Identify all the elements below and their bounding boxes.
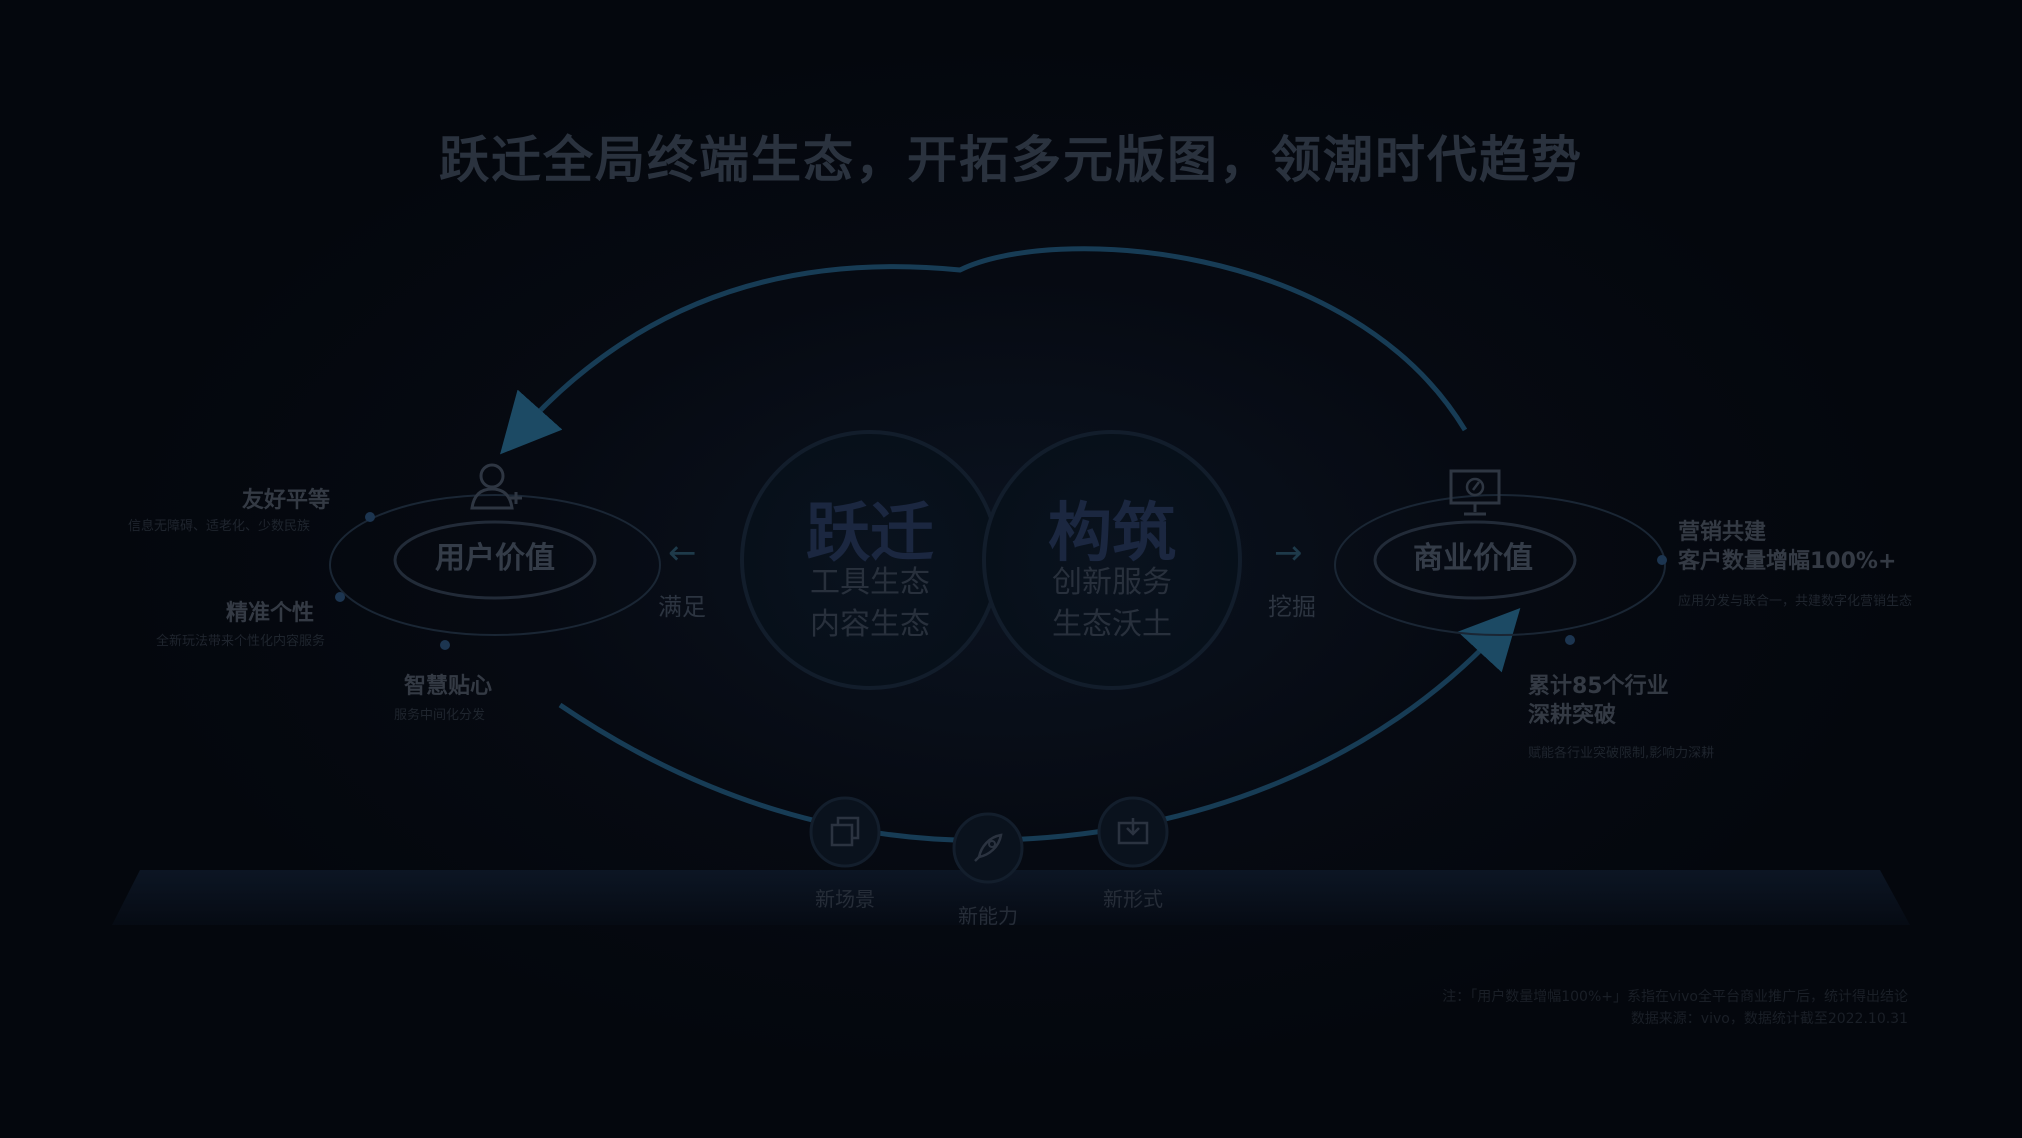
center-right-headline: 构筑	[1048, 497, 1176, 571]
orbit-dot	[1657, 555, 1667, 565]
user-feature-3-desc: 服务中间化分发	[394, 708, 486, 723]
user-value-orbit	[329, 494, 661, 636]
bottom-item-1-label: 新场景	[815, 887, 875, 911]
user-feature-1-desc: 信息无障碍、适老化、少数民族	[128, 519, 311, 534]
arrow-right-icon: →	[1274, 533, 1303, 573]
screen-download-icon	[1116, 815, 1150, 853]
center-right-line2: 生态沃土	[1052, 607, 1172, 642]
commercial-value-label: 商业价值	[1413, 541, 1533, 576]
top-loop-arrow	[500, 246, 1468, 455]
user-feature-2-title: 精准个性	[226, 601, 315, 626]
user-feature-3-title: 智慧贴心	[404, 674, 493, 699]
center-right-line1: 创新服务	[1052, 565, 1172, 600]
user-value-ring	[393, 520, 597, 600]
center-left-line1: 工具生态	[810, 565, 930, 600]
center-circle-right	[982, 430, 1242, 690]
bottom-item-2-label: 新能力	[958, 904, 1018, 928]
flow-right-label: 挖掘	[1268, 593, 1316, 621]
rocket-icon	[971, 831, 1005, 869]
orbit-dot	[335, 592, 345, 602]
bottom-item-3-label: 新形式	[1103, 887, 1163, 911]
user-add-icon	[468, 460, 524, 518]
footnote-line2: 数据来源：vivo，数据统计截至2022.10.31	[1630, 1011, 1908, 1027]
orbit-dot	[1565, 635, 1575, 645]
center-left-line2: 内容生态	[810, 607, 930, 642]
monitor-icon	[1448, 468, 1502, 526]
bottom-loop-arrow	[558, 607, 1521, 843]
user-feature-1-title: 友好平等	[242, 488, 331, 513]
footnote-line1: 注：「用户数量增幅100%+」系指在vivo全平台商业推广后，统计得出结论	[1442, 989, 1908, 1005]
layers-icon	[828, 815, 862, 853]
orbit-dot	[440, 640, 450, 650]
center-left-headline: 跃迁	[806, 497, 934, 571]
commercial-feature-2-desc: 赋能各行业突破限制,影响力深耕	[1528, 746, 1715, 761]
orbit-dot	[365, 512, 375, 522]
flow-left-label: 满足	[658, 593, 706, 621]
commercial-feature-1-title-line1: 营销共建	[1678, 520, 1767, 545]
commercial-value-ring	[1373, 520, 1577, 600]
commercial-feature-2-title-line1: 累计85个行业	[1528, 674, 1669, 699]
arrow-left-icon: ←	[668, 533, 697, 573]
user-feature-2-desc: 全新玩法带来个性化内容服务	[156, 634, 326, 649]
user-value-label: 用户价值	[435, 541, 555, 576]
commercial-feature-1-desc: 应用分发与联合一，共建数字化营销生态	[1678, 594, 1913, 609]
base-platform	[112, 870, 1910, 925]
page-title: 跃迁全局终端生态，开拓多元版图，领潮时代趋势	[439, 131, 1583, 189]
commercial-feature-1-title-line2: 客户数量增幅100%+	[1678, 549, 1897, 574]
commercial-feature-2-title-line2: 深耕突破	[1528, 703, 1617, 728]
bottom-icon-circle	[952, 812, 1024, 884]
